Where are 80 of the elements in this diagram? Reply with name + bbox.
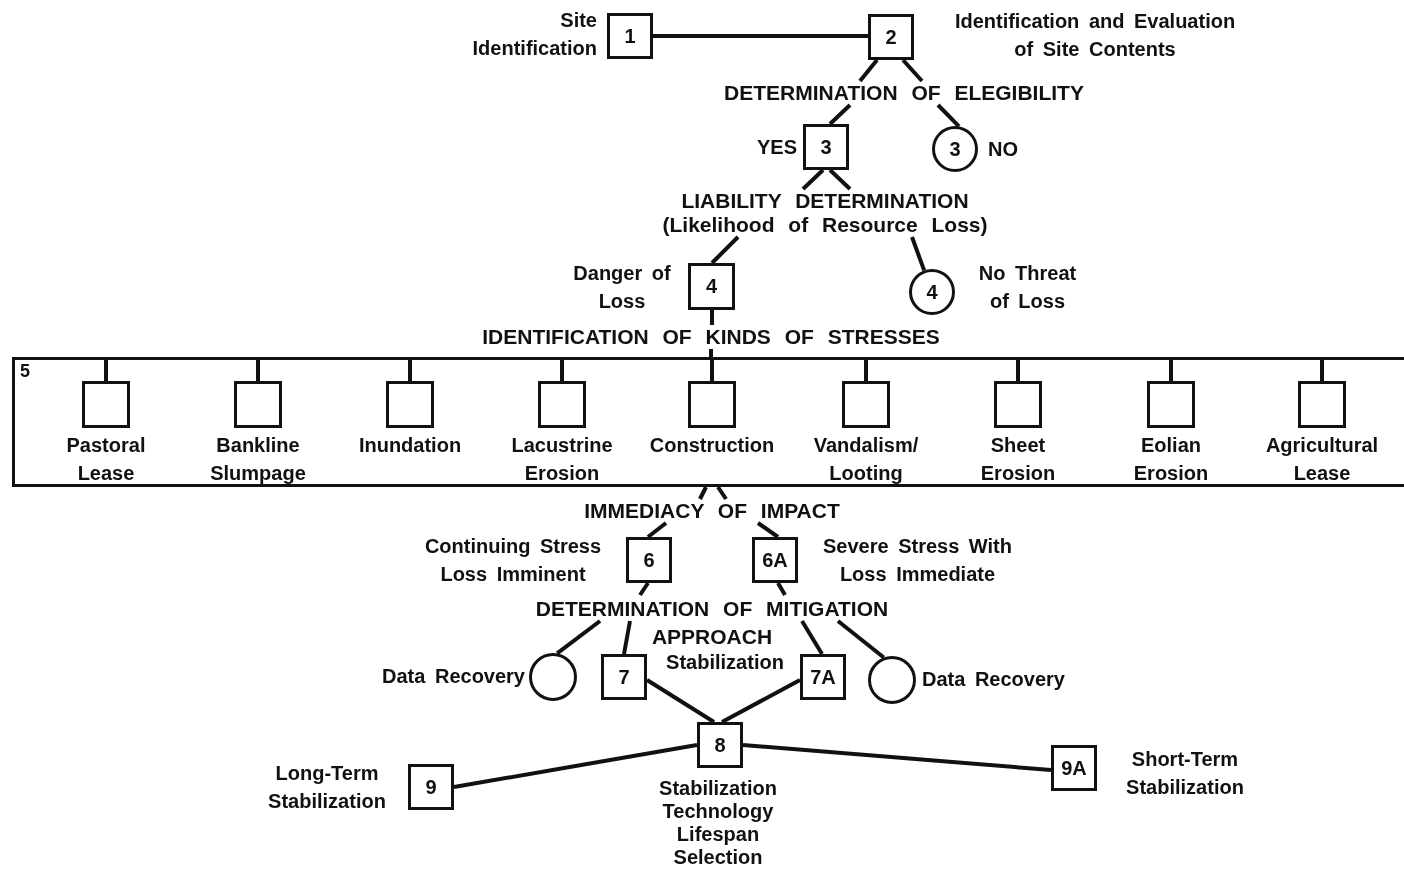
step-caption: Site Identification: [472, 8, 597, 61]
step-circle: 4: [909, 269, 955, 315]
connector-line: [721, 678, 801, 724]
stress-label: Lacustrine Erosion: [511, 433, 613, 486]
connector-line: [709, 349, 713, 357]
step-caption: Data Recovery: [922, 667, 1066, 692]
connector-line: [836, 619, 886, 659]
step-box: 7A: [800, 654, 846, 700]
stress-label: Vandalism/ Looting: [813, 433, 919, 486]
connector-line: [864, 357, 868, 381]
connector-line: [555, 619, 602, 655]
step-caption: Short-Term Stabilization: [1125, 747, 1245, 800]
connector-line: [408, 357, 412, 381]
section-heading: DETERMINATION OF ELEGIBILITY: [724, 81, 1084, 105]
step-caption: Severe Stress With Loss Immediate: [822, 534, 1013, 587]
connector-line: [710, 310, 714, 325]
step-box: 9: [408, 764, 454, 810]
step-box: 8: [697, 722, 743, 768]
connector-line: [638, 581, 650, 597]
connector-line: [742, 743, 1052, 772]
stress-panel: [12, 357, 1404, 487]
step-number: 5: [20, 361, 30, 382]
step-box: 1: [607, 13, 653, 59]
connector-line: [1169, 357, 1173, 381]
step-caption: Data Recovery: [381, 664, 525, 689]
connector-line: [801, 168, 825, 191]
connector-line: [1320, 357, 1324, 381]
stress-label: Sheet Erosion: [980, 433, 1056, 486]
connector-line: [901, 58, 924, 83]
stress-label: Eolian Erosion: [1133, 433, 1209, 486]
step-box: 6A: [752, 537, 798, 583]
step-caption: NO: [988, 137, 1019, 162]
step-caption: Stabilization Technology Lifespan Selection: [659, 777, 777, 869]
stress-label: Pastoral Lease: [66, 433, 146, 486]
step-caption: Long-Term Stabilization: [267, 761, 387, 814]
step-circle: [868, 656, 916, 704]
connector-line: [645, 678, 716, 724]
step-caption: Continuing Stress Loss Imminent: [423, 534, 603, 587]
step-circle: [529, 653, 577, 701]
connector-line: [936, 103, 961, 128]
connector-line: [710, 235, 740, 265]
stress-label: Construction: [649, 433, 775, 458]
step-caption: Identification and Evaluation of Site Contents: [953, 9, 1237, 62]
connector-line: [716, 485, 728, 501]
stress-label: Agricultural Lease: [1265, 433, 1379, 486]
connector-line: [646, 521, 668, 539]
section-heading: IDENTIFICATION OF KINDS OF STRESSES: [482, 325, 940, 349]
connector-line: [453, 743, 698, 789]
step-box: 4: [688, 263, 735, 310]
step-box: 6: [626, 537, 672, 583]
step-box: 7: [601, 654, 647, 700]
approach-label: Stabilization: [665, 651, 785, 674]
connector-line: [653, 34, 868, 38]
section-heading: LIABILITY DETERMINATION: [680, 189, 970, 213]
connector-line: [1016, 357, 1020, 381]
connector-line: [756, 521, 780, 539]
step-caption: YES: [755, 135, 797, 160]
connector-line: [858, 58, 879, 83]
section-heading: DETERMINATION OF MITIGATION APPROACH: [492, 595, 932, 651]
section-heading: IMMEDIACY OF IMPACT: [584, 499, 840, 523]
connector-line: [256, 357, 260, 381]
step-box: 9A: [1051, 745, 1097, 791]
connector-line: [698, 486, 708, 500]
connector-line: [828, 103, 852, 126]
connector-line: [560, 357, 564, 381]
stress-label: Inundation: [358, 433, 462, 458]
step-circle: 3: [932, 126, 978, 172]
step-caption: No Threat of Loss: [977, 261, 1078, 314]
connector-line: [910, 236, 926, 272]
connector-line: [104, 357, 108, 381]
connector-line: [622, 620, 632, 655]
step-box: 2: [868, 14, 914, 60]
connector-line: [800, 619, 824, 656]
connector-line: [776, 582, 787, 596]
step-caption: Danger of Loss: [572, 261, 672, 314]
section-subheading: (Likelihood of Resource Loss): [662, 213, 988, 237]
step-box: 3: [803, 124, 849, 170]
stress-label: Bankline Slumpage: [210, 433, 306, 486]
connector-line: [828, 168, 852, 191]
connector-line: [710, 357, 714, 381]
